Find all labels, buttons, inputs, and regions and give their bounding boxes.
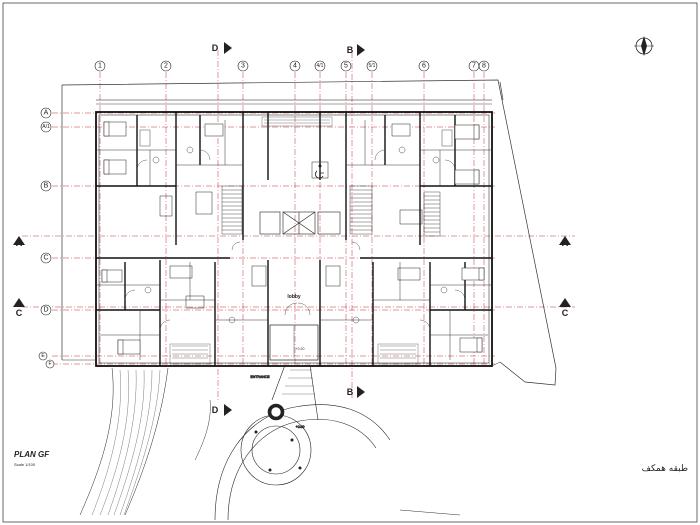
balcony-hatch	[169, 116, 419, 365]
section-d-bottom: D	[212, 404, 232, 416]
site-curbs	[62, 359, 501, 516]
svg-text:B: B	[44, 183, 49, 190]
grid-row-d: D	[40, 304, 52, 316]
svg-text:5/1: 5/1	[369, 63, 376, 69]
lobby-label: lobby	[287, 294, 301, 300]
grid-col-3: 3	[237, 60, 249, 72]
elevator-core	[259, 211, 341, 235]
section-c-right: C	[559, 298, 571, 318]
svg-text:A: A	[16, 238, 23, 248]
svg-text:D: D	[212, 43, 219, 53]
curved-approach-ramp	[79, 367, 169, 516]
svg-text:A/1: A/1	[42, 124, 50, 130]
section-b-bottom: B	[347, 386, 365, 398]
grid-row-c: C	[40, 252, 52, 264]
accessible-icon	[311, 161, 329, 179]
furniture-dining	[159, 191, 423, 309]
site-boundary	[61, 79, 557, 386]
staircase-left	[221, 185, 243, 235]
svg-text:4: 4	[293, 63, 297, 70]
svg-text:A: A	[562, 238, 569, 248]
landscape-roundabout: +0.00	[214, 403, 391, 521]
svg-text:6: 6	[422, 63, 426, 70]
grid-row-b: B	[40, 180, 52, 192]
section-b-top: B	[347, 44, 365, 56]
section-d-top: D	[212, 42, 232, 54]
partition-lines	[96, 120, 492, 360]
svg-text:E: E	[41, 353, 45, 359]
svg-text:B: B	[347, 45, 354, 55]
grid-row-a1: A/1	[40, 121, 52, 133]
row-grid-labels: A A/1 B C D E F	[38, 107, 55, 369]
column-grid-labels: 1 2 3 4 4/1 5 5/1 6 7 8	[94, 60, 490, 72]
grid-col-7: 7	[468, 60, 480, 72]
grid-col-5: 5	[340, 60, 352, 72]
grid-col-4-1: 4/1	[314, 60, 326, 72]
grid-row-f: F	[45, 359, 55, 369]
drawing-scale: Scale 1/100	[14, 462, 36, 467]
ramp-note: ENTRANCE	[250, 375, 270, 379]
bathroom-fixtures	[139, 129, 453, 324]
yard-level: +0.00	[296, 425, 305, 429]
door-swings	[124, 149, 466, 331]
grid-col-2: 2	[160, 60, 172, 72]
grid-row-e: E	[38, 351, 48, 361]
persian-floor-title: طبقه همکف	[642, 464, 688, 474]
svg-text:4/1: 4/1	[317, 63, 324, 69]
grid-col-4: 4	[289, 60, 301, 72]
svg-text:5: 5	[344, 63, 348, 70]
svg-text:7: 7	[472, 63, 476, 70]
section-a-left: A	[13, 236, 25, 248]
building-outline	[95, 99, 493, 367]
svg-text:8: 8	[482, 63, 486, 70]
svg-text:D: D	[212, 405, 219, 415]
svg-text:B: B	[347, 387, 354, 397]
svg-text:F: F	[48, 361, 51, 367]
grid-col-6: 6	[418, 60, 430, 72]
north-arrow-icon	[634, 36, 654, 56]
main-entrance: +0.20	[269, 324, 319, 361]
svg-text:C: C	[43, 255, 48, 262]
staircase-center	[349, 185, 373, 235]
drawing-title: PLAN GF	[14, 450, 50, 459]
svg-text:A: A	[44, 110, 49, 117]
svg-text:1: 1	[98, 63, 102, 70]
svg-text:2: 2	[164, 63, 168, 70]
grid-row-a: A	[40, 107, 52, 119]
staircase-right	[423, 191, 441, 237]
svg-text:3: 3	[241, 63, 245, 70]
svg-text:C: C	[16, 308, 23, 318]
svg-text:C: C	[562, 308, 569, 318]
grid-col-8: 8	[478, 60, 490, 72]
entrance-level: +0.20	[296, 347, 305, 351]
section-a-right: A	[559, 236, 571, 248]
furniture-beds	[101, 121, 485, 355]
section-markers: A A C C D D B B	[13, 42, 571, 416]
svg-text:D: D	[43, 307, 48, 314]
section-c-left: C	[13, 298, 25, 318]
entrance-ramp: ENTRANCE	[250, 364, 319, 421]
grid-col-1: 1	[94, 60, 106, 72]
grid-col-5-1: 5/1	[366, 60, 378, 72]
